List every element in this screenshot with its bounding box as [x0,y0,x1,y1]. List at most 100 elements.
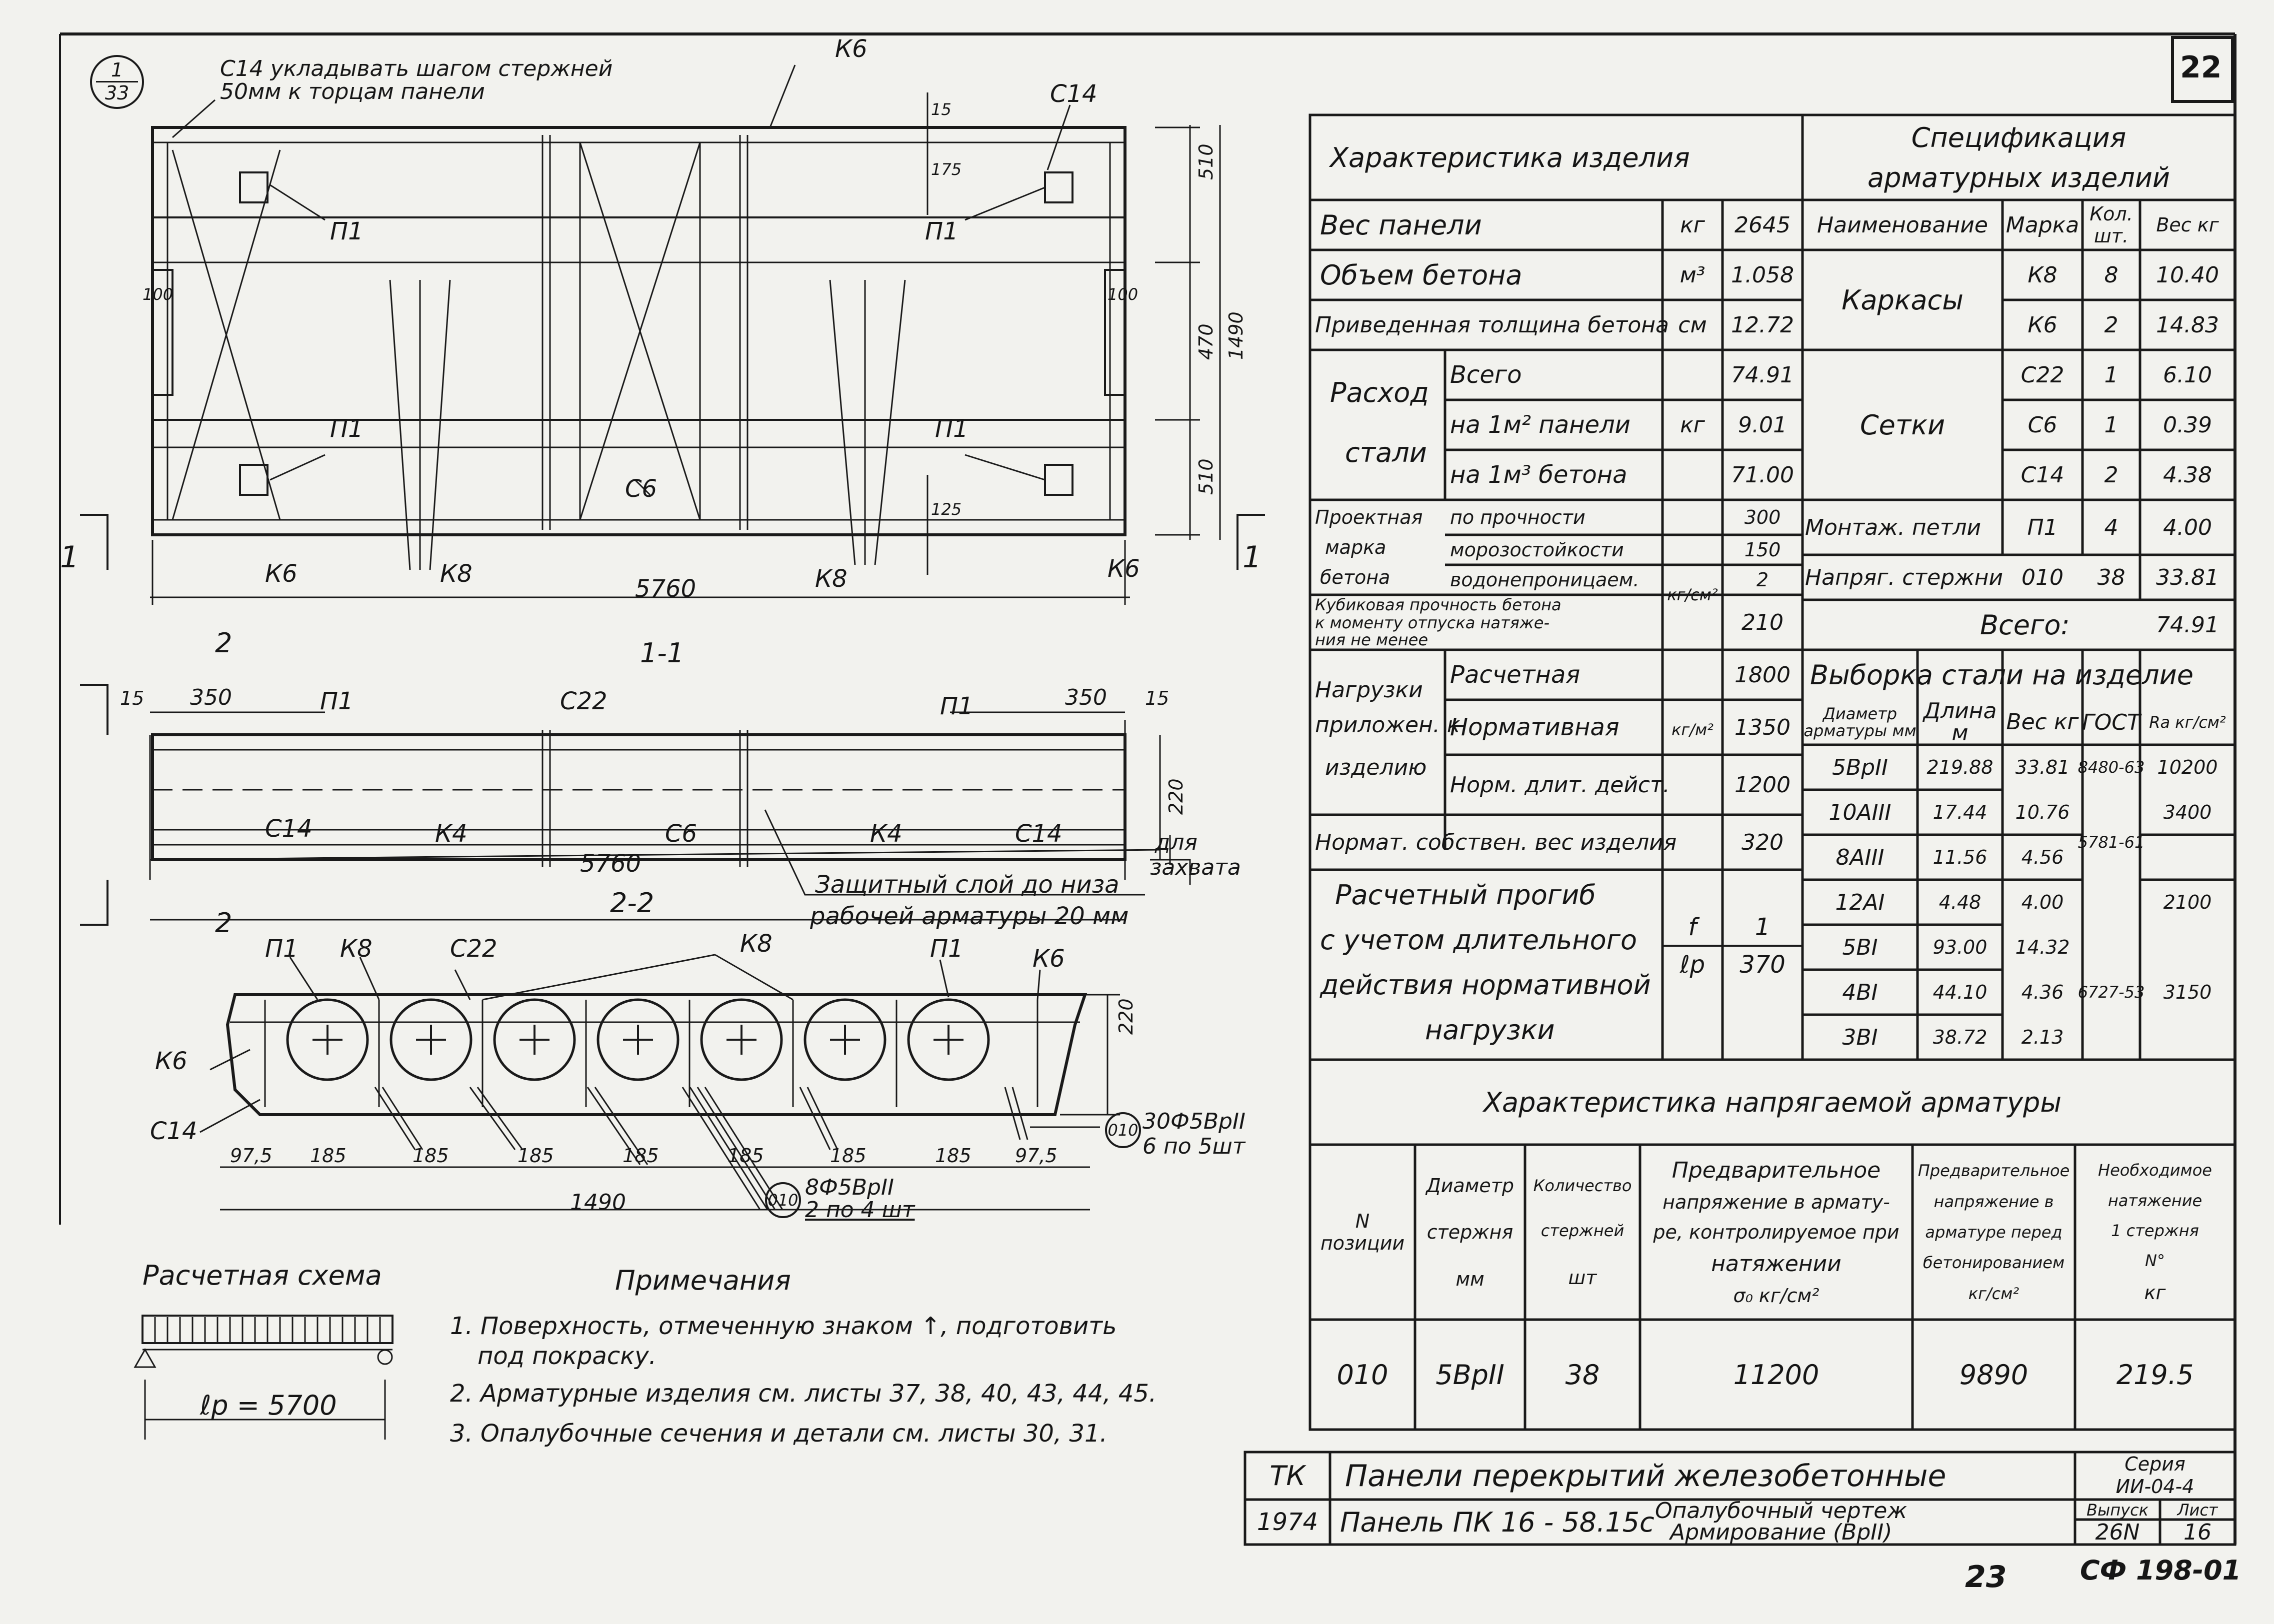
steel-row-label: на 1м³ бетона [1450,461,1628,489]
pre-header-text: натяжение [2108,1191,2202,1210]
steel-unit: кг [1680,412,1705,438]
label-k6-cross: К6 [1032,945,1065,973]
pre-header-text: Диаметр [1426,1174,1514,1197]
spec-weight: 14.83 [2156,312,2219,338]
rebar-b-line1: 8Ф5ВрII [805,1175,894,1200]
dim-long-220: 220 [1165,778,1187,815]
dim-125: 125 [931,500,962,519]
pre-header-text: бетонированием [1922,1253,2065,1273]
pre-header-text: N° [2145,1251,2165,1271]
spec-group-frames: Каркасы [1842,284,1964,316]
plan-outline [151,126,1126,536]
pre-header-text: 1 стержня [2111,1221,2199,1240]
circle-010-a: 010 [1105,1112,1141,1148]
steel-ra: 3400 [2163,801,2212,823]
pre-header-count: Количество стержней шт [1525,1150,1640,1315]
rebar-a-line1: 30Ф5ВрII [1142,1109,1246,1134]
label-c14-long: С14 [265,815,312,843]
pre-header-text: натяжении [1711,1251,1842,1277]
calc-scheme-span: ℓр = 5700 [200,1390,337,1421]
tb-main-title: Панели перекрытий железобетонные [1345,1458,1946,1494]
steel-row-value: 74.91 [1731,362,1794,388]
section-mark-right: 1 [1242,540,1262,575]
tb-subtitle-2: Армирование (ВрII) [1670,1520,1892,1545]
cover-line1: Защитный слой до низа [815,871,1120,899]
spec-name: Монтаж. петли [1805,514,1982,540]
steel-ra: 3150 [2163,981,2212,1003]
note-c14-line1: С14 укладывать шагом стержней [220,56,613,81]
note-3: 3. Опалубочные сечения и детали см. лист… [450,1420,1108,1448]
pre-header-text: Количество [1533,1176,1632,1195]
dim-510b: 510 [1195,458,1217,495]
void-circle [493,998,576,1081]
grade-label-1: Проектная [1315,506,1423,528]
spec-qty: 38 [2097,564,2126,590]
pre-header-text: Предварительное [1672,1158,1881,1183]
pre-row-bet: 9890 [1959,1359,2028,1391]
tb-series-label: Серия [2124,1453,2186,1475]
steel-row-value: 9.01 [1738,412,1787,438]
steel-d: 12АI [1835,889,1885,915]
spec-name: Напряг. стержни [1805,564,2004,590]
pre-header-pos: N позиции [1310,1150,1415,1315]
tb-series-value: ИИ-04-4 [2116,1476,2194,1498]
steel-len: 219.88 [1926,756,1994,778]
label-p1-long: П1 [940,692,974,720]
deflection-line: Расчетный прогиб [1335,879,1596,911]
cover-line2: рабочей арматуры 20 мм [810,902,1129,930]
pre-header-tension: Необходимое натяжение 1 стержня N° кг [2075,1150,2235,1315]
selfweight-value: 320 [1742,829,1784,855]
spec-mark: С6 [2028,412,2058,438]
spec-title-1: Спецификация [1911,121,2126,153]
dim-470: 470 [1195,323,1217,360]
pre-header-text: стержней [1540,1221,1624,1240]
spec-qty: 1 [2104,362,2118,388]
section-mark-left: 1 [60,540,80,575]
cube-label-1: Кубиковая прочность бетона [1315,595,1562,614]
pre-header-text: Предварительное [1918,1161,2070,1181]
steel-w: 4.00 [2021,891,2064,913]
dim-cross-220: 220 [1115,998,1137,1035]
steel-len: 38.72 [1932,1026,1988,1048]
spec-weight: 0.39 [2163,412,2212,438]
pre-header-text: стержня [1426,1221,1514,1243]
load-row-value: 1200 [1734,772,1790,798]
section-mark-2-top: 2 [215,627,232,659]
load-row-label: Расчетная [1450,661,1580,689]
spec-total-label: Всего: [1980,609,2070,641]
label-c14-cross: С14 [150,1117,198,1145]
deflection-value-top: 1 [1722,910,1802,947]
spec-group-meshes: Сетки [1860,409,1946,441]
steel-w: 2.13 [2021,1026,2064,1048]
characteristics-title: Характеристика изделия [1330,141,1690,173]
deflection-line: с учетом длительного [1320,924,1638,956]
steel-header-diameter: Диаметр арматуры мм [1804,704,1916,740]
dim-510a: 510 [1195,143,1217,180]
cube-label-2: к моменту отпуска натяже- [1315,613,1550,632]
load-row-label: Нормативная [1450,713,1620,741]
rebar-a-line2: 6 по 5шт [1142,1134,1246,1159]
label-p1-cross: П1 [930,935,964,963]
steel-ra: 2100 [2163,891,2212,913]
grade-row-label: водонепроницаем. [1450,569,1640,591]
load-row-value: 1800 [1734,662,1790,688]
steel-d: 5ВI [1842,934,1878,960]
dim-185: 185 [622,1145,659,1167]
calc-scheme-title: Расчетная схема [142,1260,382,1291]
pre-header-diam: Диаметр стержня мм [1415,1150,1525,1315]
page-number: 23 [1965,1560,2007,1595]
char-row-unit: см [1678,312,1707,338]
char-row-label: Приведенная толщина бетона [1315,312,1669,338]
grade-row-value: 150 [1744,539,1781,561]
tb-issue-label: Выпуск [2086,1501,2148,1520]
steel-row-label: на 1м² панели [1450,411,1630,439]
dim-975a: 97,5 [230,1145,272,1167]
load-row-label: Норм. длит. дейст. [1450,772,1670,798]
spec-header-name: Наименование [1817,212,1988,238]
label-k6: К6 [1108,555,1140,583]
pre-header-text: арматуре перед [1925,1222,2062,1242]
steel-header-weight: Вес кг [2006,709,2079,735]
pre-header-text: Необходимое [2098,1161,2212,1180]
dim-975b: 97,5 [1015,1145,1058,1167]
